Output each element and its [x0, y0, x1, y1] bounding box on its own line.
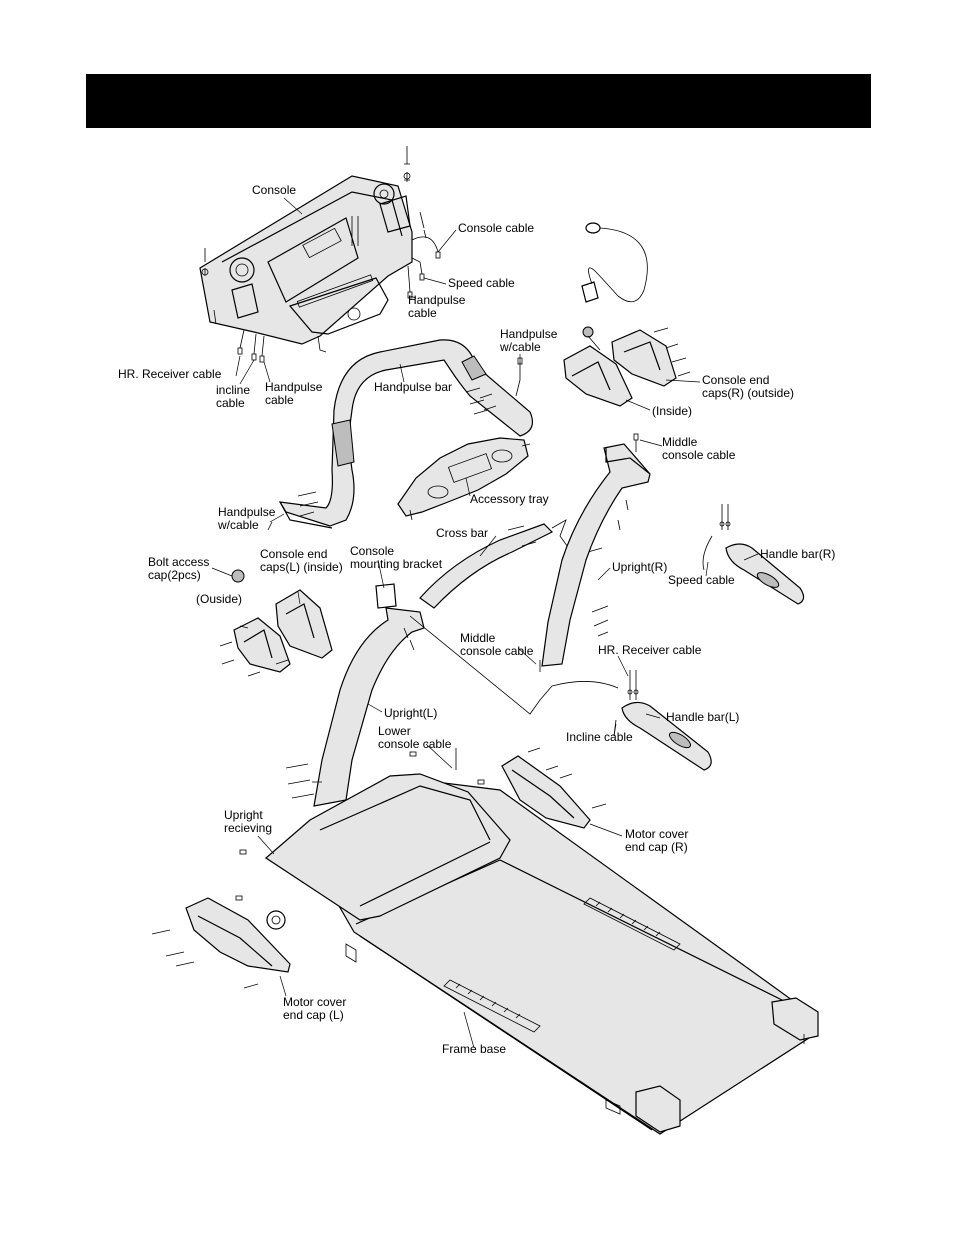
label-handpulse-wcable-right: Handpulse w/cable	[500, 327, 558, 354]
label-handpulse-cable-left: Handpulse cable	[265, 380, 323, 407]
label-speed-cable-right: Speed cable	[668, 573, 735, 587]
motor-cover-end-cap-l-part	[151, 897, 291, 989]
label-handpulse-cable-top: Handpulse cable	[408, 293, 466, 320]
label-incline-cable-left: incline cable	[216, 383, 251, 410]
label-incline-cable-right: Incline cable	[566, 730, 633, 744]
console-part	[199, 175, 413, 353]
accessory-tray-part	[397, 437, 531, 521]
handle-bar-l-part	[613, 670, 712, 771]
header-bar	[86, 74, 871, 128]
label-upright-l: Upright(L)	[384, 706, 438, 720]
label-console-cable: Console cable	[458, 221, 535, 235]
label-hr-receiver-cable-left: HR. Receiver cable	[118, 367, 222, 381]
label-bolt-access-cap: Bolt access cap(2pcs)	[148, 555, 210, 582]
label-outside-l: (Ouside)	[196, 592, 243, 606]
console-end-caps-r-part	[563, 326, 691, 407]
label-hr-receiver-cable-right: HR. Receiver cable	[598, 643, 702, 657]
handpulse-bar-part	[278, 339, 533, 529]
handpulse-bar-bolts	[267, 357, 523, 531]
label-middle-console-cable-top: Middle console cable	[662, 435, 736, 462]
label-inside-r: (Inside)	[652, 404, 693, 418]
label-motor-cover-end-cap-l: Motor cover end cap (L)	[283, 995, 347, 1022]
label-handle-bar-r: Handle bar(R)	[760, 547, 836, 561]
upright-r-part	[541, 433, 651, 667]
leader-lines	[211, 197, 759, 1049]
label-console-end-caps-l: Console end caps(L) (inside)	[260, 547, 343, 574]
label-cross-bar: Cross bar	[436, 526, 489, 540]
console-end-caps-l-part	[219, 569, 333, 677]
label-console-end-caps-r: Console end caps(R) (outside)	[702, 373, 795, 400]
label-accessory-tray: Accessory tray	[470, 492, 549, 506]
cross-bar-part	[419, 519, 603, 609]
label-speed-cable-top: Speed cable	[448, 276, 515, 290]
label-console-mounting-bracket: Console mounting bracket	[350, 544, 443, 571]
motor-cover-end-cap-r-part	[501, 747, 607, 829]
label-console: Console	[252, 183, 297, 197]
label-handpulse-wcable-left: Handpulse w/cable	[218, 505, 276, 532]
label-motor-cover-end-cap-r: Motor cover end cap (R)	[625, 827, 689, 854]
safety-key-part	[581, 222, 648, 303]
label-upright-r: Upright(R)	[612, 560, 668, 574]
handle-bar-r-part	[702, 504, 805, 605]
label-lower-console-cable: Lower console cable	[378, 724, 452, 751]
label-handle-bar-l: Handle bar(L)	[666, 710, 740, 724]
label-upright-recieving: Upright recieving	[224, 808, 273, 835]
routing-cables	[409, 615, 619, 770]
label-handpulse-bar: Handpulse bar	[374, 380, 453, 394]
console-cables	[237, 236, 441, 363]
label-frame-base: Frame base	[442, 1042, 507, 1056]
console-bolts	[201, 146, 427, 325]
frame-base-part	[235, 751, 819, 1135]
label-middle-console-cable-mid: Middle console cable	[460, 631, 534, 658]
